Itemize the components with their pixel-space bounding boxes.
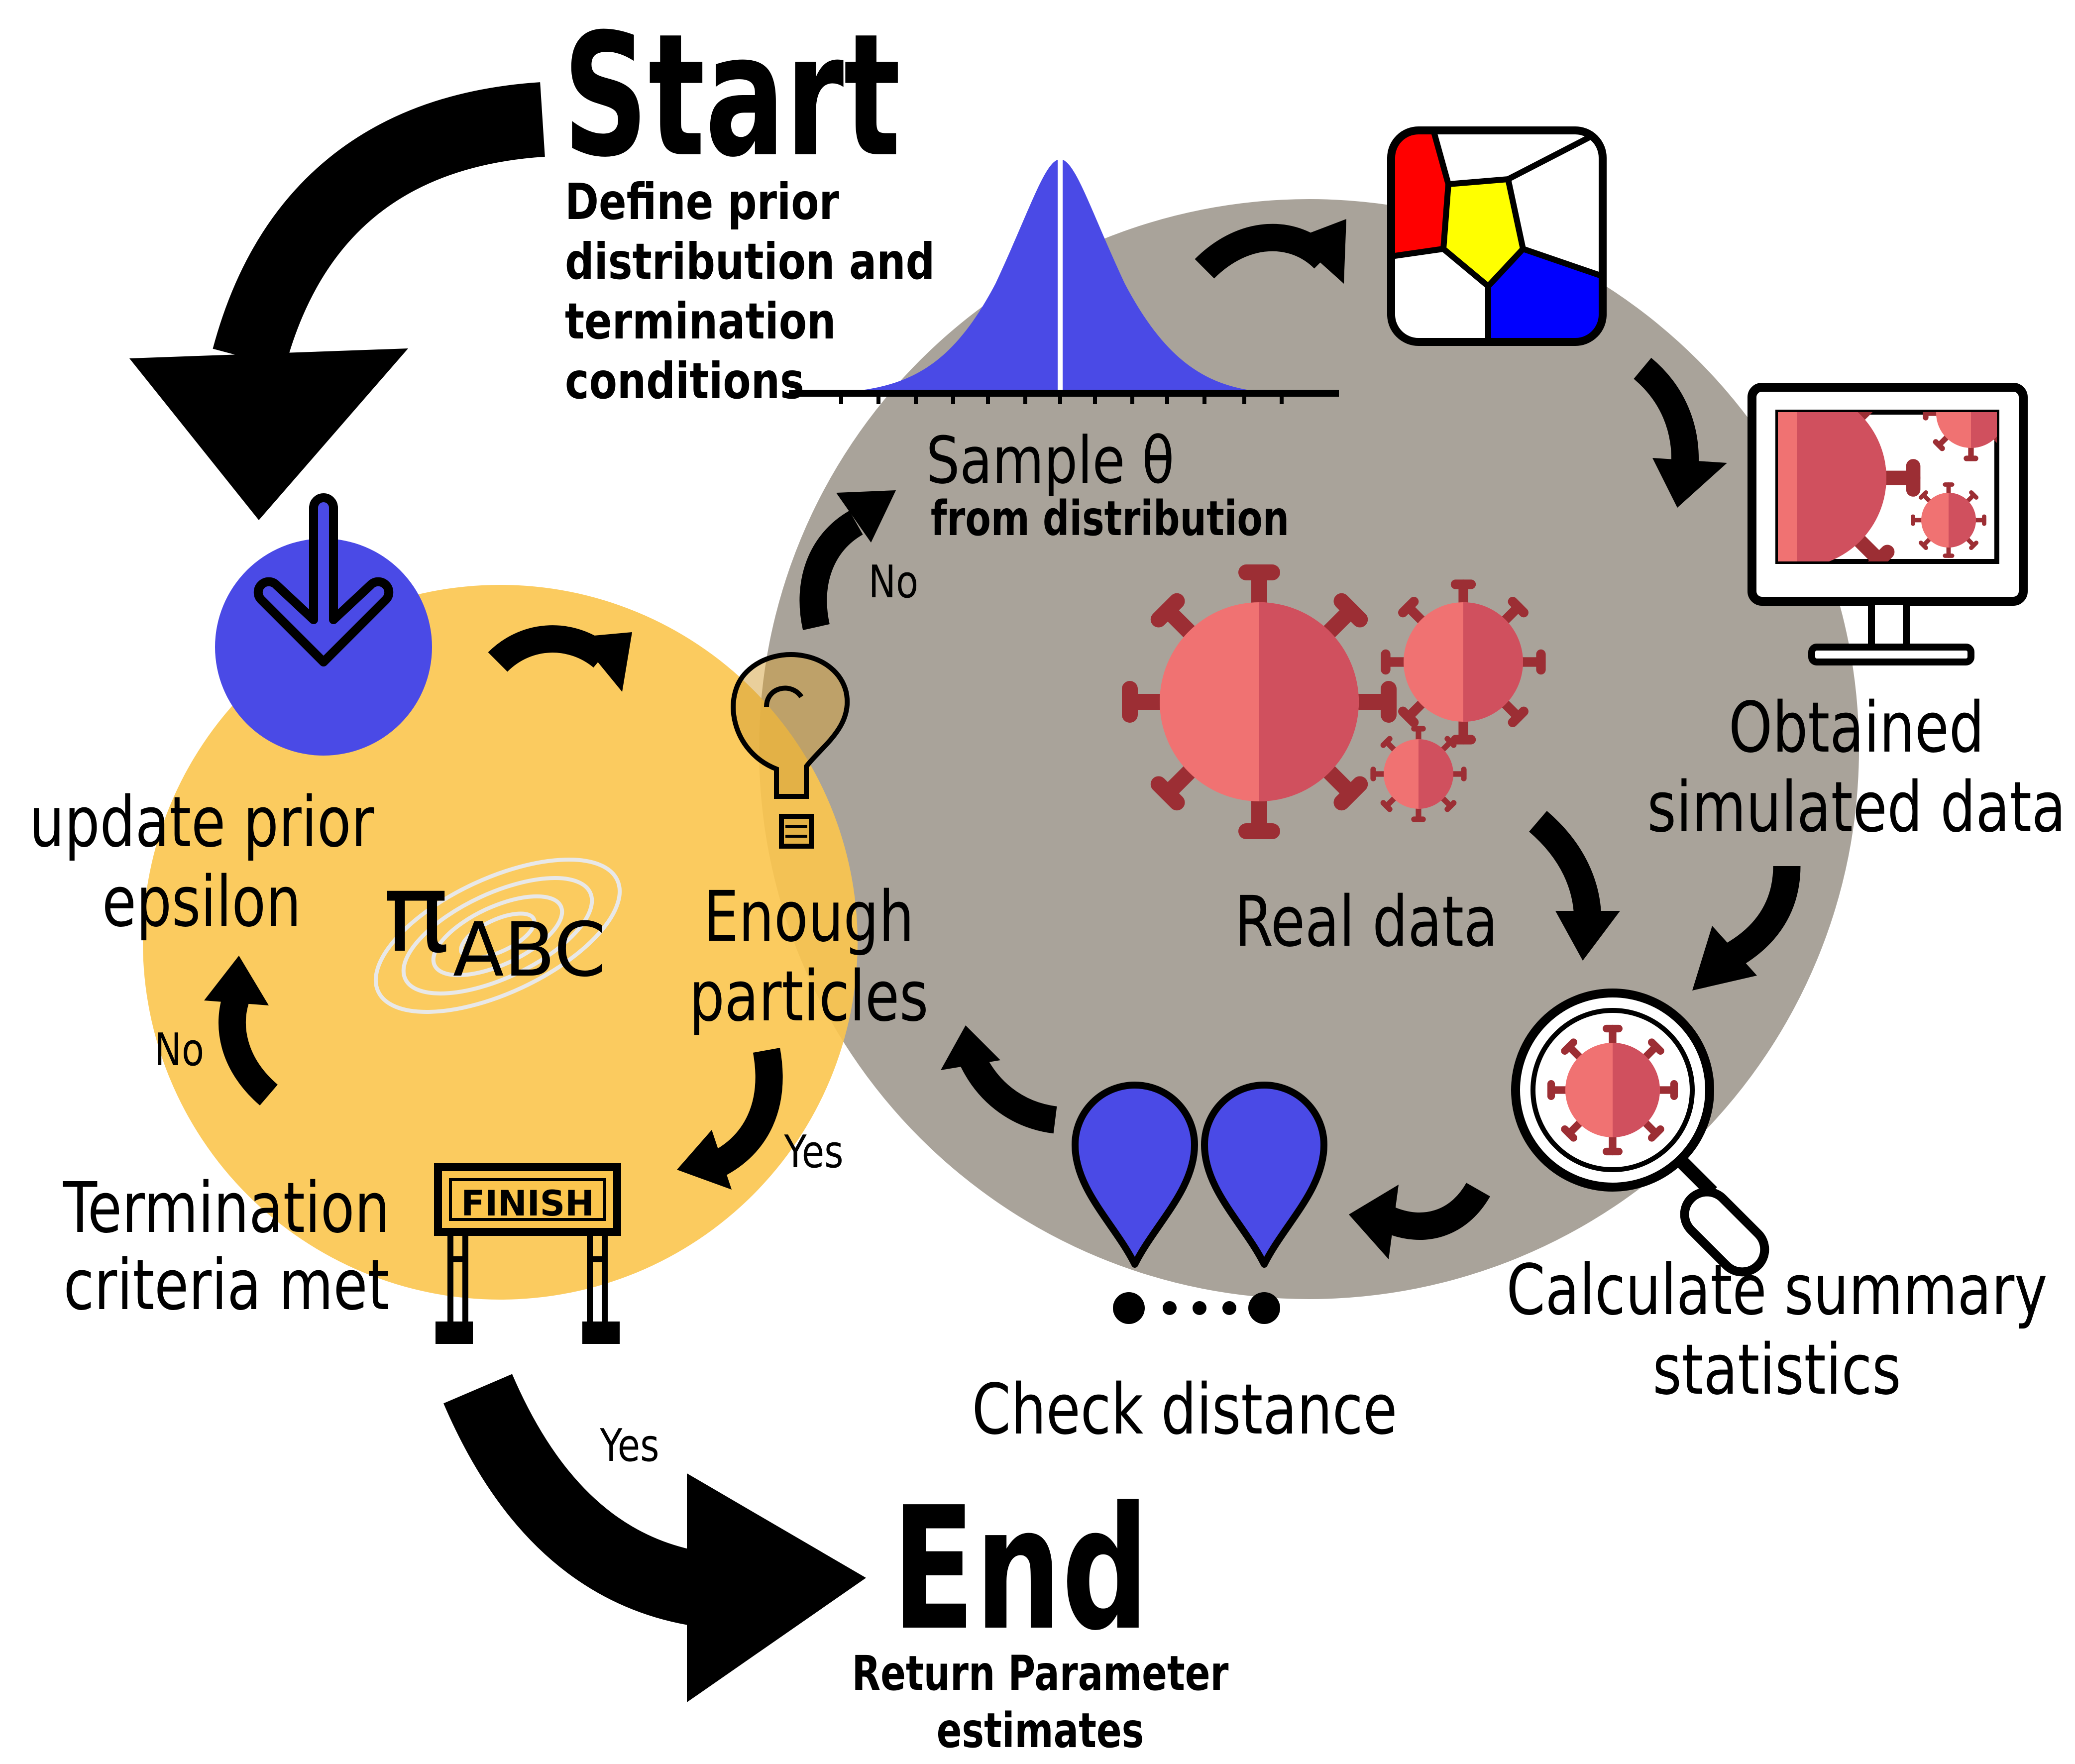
end-subtitle-line: Return Parameter [852, 1646, 1229, 1702]
cycle-arrows [204, 219, 1801, 1259]
posterior-pi: π [383, 849, 449, 977]
monitor-icon [1747, 383, 2028, 665]
magnifier-icon [1516, 993, 1769, 1277]
real-data-label: Real data [1234, 881, 1498, 962]
finish-sign-text: FINISH [461, 1183, 594, 1224]
update-label-line: update prior [29, 781, 374, 863]
arrow-monitor-to-magnifier [1692, 866, 1801, 991]
start-subtitle-line: conditions [565, 352, 804, 410]
posterior-subscript: ABC [453, 907, 606, 993]
update-label-line: epsilon [102, 861, 301, 942]
finish-sign-icon: FINISH [434, 1163, 621, 1344]
arrow-update-to-enough [488, 625, 632, 692]
voronoi-tile-icon [1387, 126, 1607, 346]
question-mark-icon [731, 652, 850, 849]
termination-label-line: criteria met [64, 1244, 390, 1325]
bell-curve-icon [789, 157, 1339, 404]
yellow-cycle-circle [143, 585, 858, 1300]
arrow-enough-to-sample [799, 490, 896, 630]
end-subtitle-line: estimates [937, 1703, 1144, 1759]
update-no-label: No [154, 1024, 204, 1076]
check-distance-label: Check distance [972, 1369, 1398, 1450]
enough-yes-label: Yes [784, 1126, 844, 1178]
simulated-label-line: simulated data [1647, 767, 2066, 848]
arrow-tile-to-monitor [1633, 357, 1727, 508]
sample-subtitle: from distribution [931, 491, 1289, 547]
arrow-pins-to-enough [941, 1025, 1058, 1134]
summary-label-line: Calculate summary [1506, 1249, 2047, 1330]
termination-yes-label: Yes [600, 1420, 659, 1472]
enough-no-label: No [869, 556, 918, 608]
location-pin-icon [1075, 1085, 1324, 1324]
arrow-enough-to-finish [677, 1048, 783, 1190]
termination-label-line: Termination [63, 1167, 390, 1248]
sample-title: Sample θ [926, 424, 1175, 499]
end-title: End [892, 1470, 1149, 1667]
enough-label-line: particles [689, 956, 929, 1037]
start-arrow [129, 82, 546, 520]
start-subtitle: Define prior distribution and terminatio… [565, 173, 935, 410]
start-title: Start [563, 0, 901, 194]
end-arrow [443, 1374, 866, 1702]
start-subtitle-line: Define prior [565, 173, 839, 231]
posterior-symbol: π ABC [373, 849, 622, 1014]
down-arrow-icon [215, 493, 432, 756]
summary-label-line: statistics [1652, 1329, 1901, 1410]
arrow-curve-to-tile [1195, 219, 1346, 284]
arrow-magnifier-to-pins [1349, 1182, 1490, 1259]
arrow-termination-to-update [204, 956, 278, 1105]
start-subtitle-line: distribution and [565, 232, 935, 291]
start-subtitle-line: termination [565, 292, 836, 350]
arrow-real-to-magnifier [1529, 811, 1620, 961]
simulated-label-line: Obtained [1729, 687, 1984, 768]
enough-label-line: Enough [703, 876, 914, 957]
